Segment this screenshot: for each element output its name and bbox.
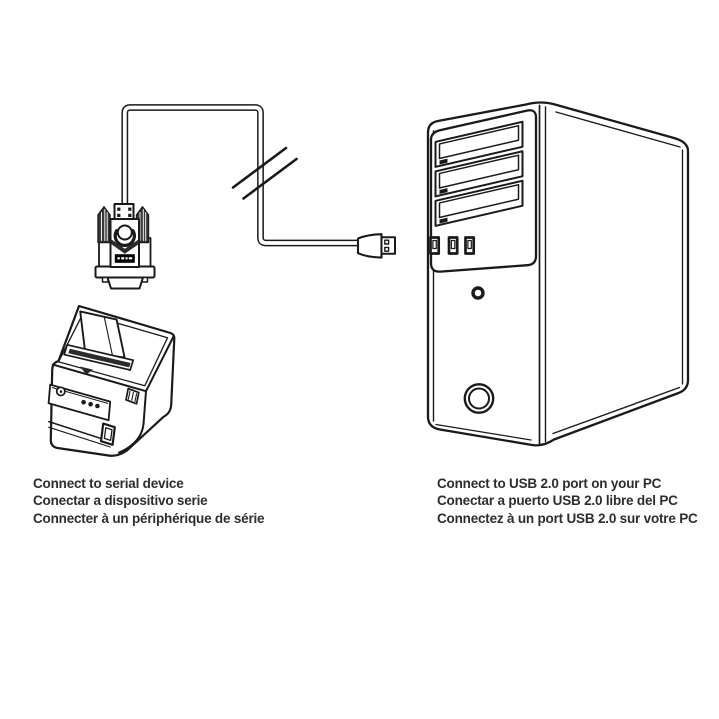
drive-bay — [434, 120, 524, 168]
caption-line: Connect to serial device — [33, 476, 184, 491]
optical-drive-bays — [434, 120, 524, 227]
usb-port — [429, 236, 441, 255]
caption-line: Conectar a puerto USB 2.0 libre del PC — [437, 493, 678, 509]
thumbscrew-left — [97, 206, 111, 244]
eject-button — [439, 217, 448, 224]
usb-a-connector-icon — [356, 233, 396, 259]
paper-slot — [63, 343, 135, 375]
caption-line: Connecter à un périphérique de série — [33, 510, 265, 526]
drive-bay — [434, 150, 524, 198]
serial-device-caption: Connect to serial device Conectar a disp… — [33, 475, 265, 527]
front-usb-ports — [429, 236, 476, 255]
drive-bay — [434, 179, 524, 227]
cable-break-marks — [231, 146, 298, 200]
desktop-pc-tower — [426, 101, 690, 447]
usb-cable — [121, 104, 363, 247]
printer-power-switch — [99, 422, 116, 446]
usb-port — [447, 236, 459, 255]
receipt-printer — [47, 304, 176, 457]
printer-status-leds — [81, 399, 100, 409]
printer-control-panel — [47, 383, 112, 422]
power-led — [471, 286, 485, 300]
eject-button — [439, 158, 448, 165]
usb-port — [464, 236, 476, 255]
db9-connector — [106, 276, 144, 290]
usb-to-serial-adapter — [94, 203, 156, 290]
caption-line: Connect to USB 2.0 port on your PC — [437, 476, 662, 491]
adapter-brand-label — [114, 254, 135, 263]
caption-line: Conectar a dispositivo serie — [33, 493, 208, 509]
power-button — [463, 383, 495, 414]
usb-port-caption: Connect to USB 2.0 port on your PC Conec… — [437, 475, 698, 527]
caption-line: Connectez à un port USB 2.0 sur votre PC — [437, 510, 698, 526]
eject-button — [439, 188, 448, 194]
adapter-flange — [94, 265, 156, 279]
printer-side-knob — [125, 387, 140, 405]
